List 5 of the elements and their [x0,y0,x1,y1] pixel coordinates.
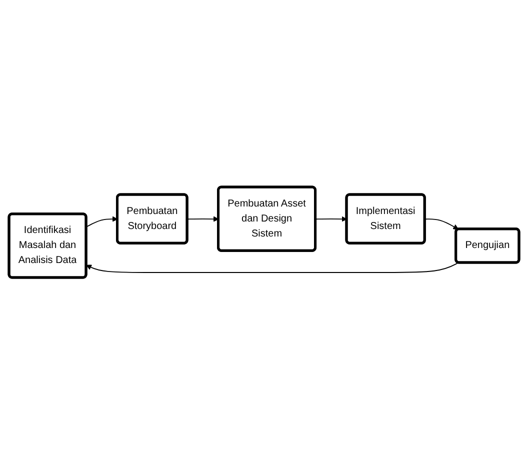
arrow [315,216,348,222]
arrow [86,262,459,273]
arrow [186,216,219,222]
arrow [424,218,459,230]
arrow [86,216,118,228]
